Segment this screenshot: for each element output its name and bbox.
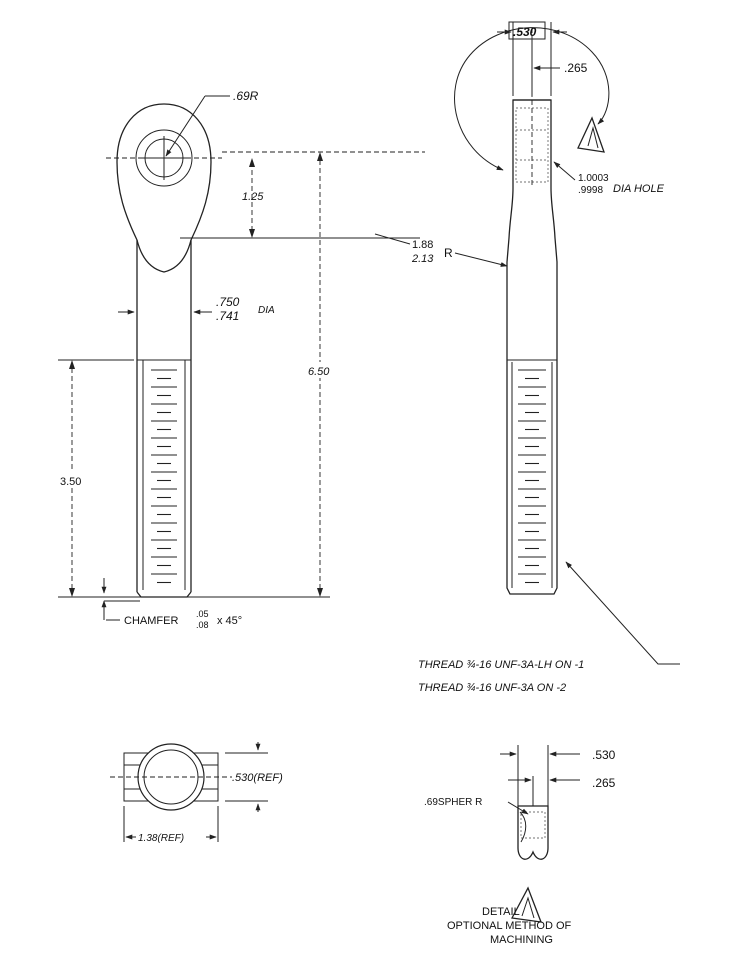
shank-chamfered-end bbox=[136, 591, 192, 598]
dia-min-label: .741 bbox=[216, 309, 239, 323]
hole-max-label: 1.0003 bbox=[578, 173, 609, 184]
detail-caption-2: MACHINING bbox=[490, 934, 553, 946]
dim-6-50-gap bbox=[306, 362, 336, 378]
dim-6-50-label: 6.50 bbox=[308, 366, 330, 378]
dia-suffix-label: DIA bbox=[258, 305, 275, 316]
eye-radius-label: .69R bbox=[233, 89, 259, 103]
hole-suffix-label: DIA HOLE bbox=[613, 183, 665, 195]
detail-caption-marker bbox=[510, 886, 542, 923]
detail-530-label: .530 bbox=[592, 748, 616, 762]
side-body-outline bbox=[506, 99, 558, 595]
dim-1-25-arrow-bottom bbox=[249, 229, 255, 238]
front-view: .69R 1.25 .750 .741 DIA 6.50 3.50 CHAMFE… bbox=[58, 89, 425, 630]
sphere-radius-label: .69SPHER R bbox=[424, 797, 482, 808]
chamfer-top-label: .05 bbox=[196, 609, 209, 619]
side-265-label: .265 bbox=[564, 61, 588, 75]
detail-marker-triangle bbox=[577, 116, 605, 153]
fillet-max-label: 1.88 bbox=[412, 239, 433, 251]
detail-265-label: .265 bbox=[592, 776, 616, 790]
detail-hidden-bore bbox=[520, 811, 546, 839]
thread-note-1: THREAD ¾-16 UNF-3A-LH ON -1 bbox=[418, 659, 584, 671]
fillet-min-label: 2.13 bbox=[411, 253, 434, 265]
chamfer-bottom-label: .08 bbox=[196, 620, 209, 630]
fillet-leader-from-front bbox=[374, 233, 411, 245]
thread-note-leader bbox=[565, 561, 680, 665]
dia-max-label: .750 bbox=[216, 295, 240, 309]
dim-6-50-arrow-bottom bbox=[317, 588, 323, 597]
hole-leader bbox=[553, 161, 576, 181]
detail-caption-marker-inner bbox=[521, 896, 535, 919]
detail-view-arc bbox=[454, 27, 610, 171]
dim-1-25-arrow-top bbox=[249, 158, 255, 167]
end-138-ref-label: 1.38(REF) bbox=[138, 833, 184, 844]
detail-a-view: .530 .265 .69SPHER R DETAIL OPTIONAL MET… bbox=[424, 745, 616, 946]
detail-title: DETAIL bbox=[482, 906, 520, 918]
dim-3-50-label: 3.50 bbox=[60, 476, 81, 488]
side-view: .530 .265 1.0003 .9998 DIA HOLE 1.88 2.1… bbox=[374, 21, 680, 694]
hole-min-label: .9998 bbox=[578, 185, 603, 196]
fillet-leader bbox=[454, 252, 508, 267]
sphere-leader bbox=[507, 801, 529, 815]
thread-ticks-front bbox=[151, 369, 177, 584]
dim-3-50-arrow-bottom bbox=[69, 588, 75, 597]
end-530-ref-label: .530(REF) bbox=[232, 772, 283, 784]
chamfer-suffix-label: x 45° bbox=[217, 615, 242, 627]
chamfer-prefix-label: CHAMFER bbox=[124, 615, 178, 627]
dim-1-25-label: 1.25 bbox=[242, 191, 264, 203]
eye-outline bbox=[116, 103, 212, 273]
fillet-suffix-label: R bbox=[444, 246, 453, 260]
dim-3-50-gap bbox=[58, 472, 90, 488]
eye-radius-leader bbox=[165, 95, 206, 157]
dim-6-50-arrow-top bbox=[317, 152, 323, 161]
detail-caption-1: OPTIONAL METHOD OF bbox=[447, 920, 572, 932]
thread-note-2: THREAD ¾-16 UNF-3A ON -2 bbox=[418, 682, 566, 694]
detail-body bbox=[517, 805, 549, 860]
thread-ticks-side bbox=[518, 369, 546, 584]
eye-bore-outer bbox=[135, 129, 193, 187]
dim-3-50-arrow-top bbox=[69, 360, 75, 369]
detail-marker-inner bbox=[587, 126, 599, 149]
end-view: .530(REF) 1.38(REF) bbox=[110, 742, 283, 844]
